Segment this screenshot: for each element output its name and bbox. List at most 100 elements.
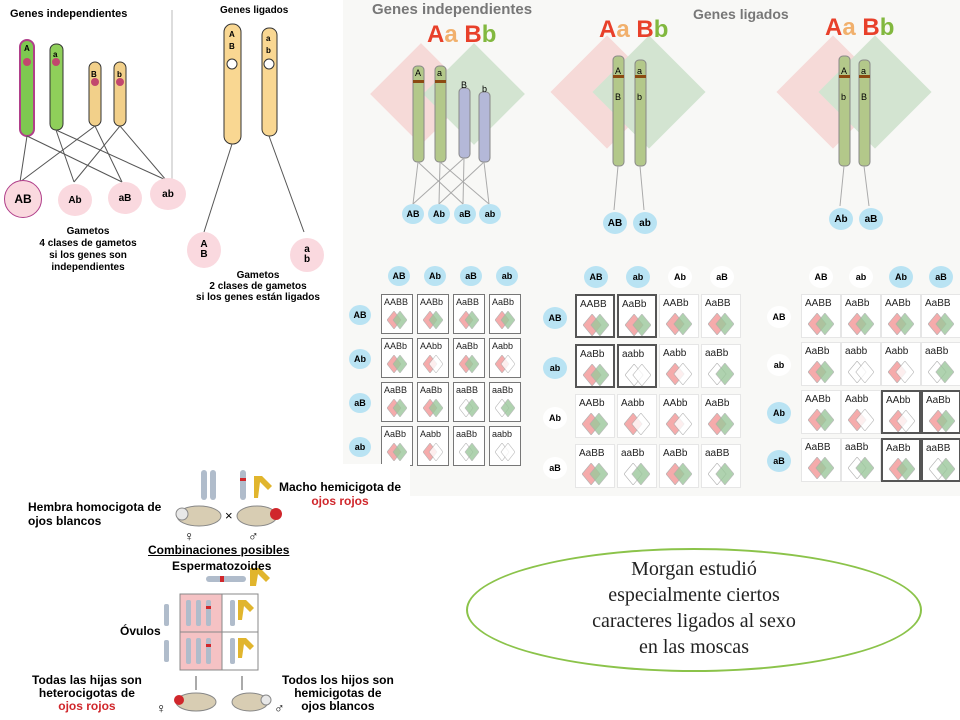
label-line: hemicigotas de: [294, 686, 382, 700]
cell-genotype: Aabb: [492, 341, 514, 351]
cell-genotype: AaBB: [925, 298, 951, 309]
title-linked: Genes ligados: [220, 5, 289, 16]
cell-phenotype: [888, 457, 916, 481]
punnett-cell: AABB: [381, 294, 413, 334]
punnett-cell: aaBb: [701, 344, 741, 388]
cell-phenotype: [928, 409, 956, 433]
grid-row-header: ab: [767, 354, 791, 376]
male-parent-label: Macho hemicigota de ojos rojos: [279, 480, 401, 508]
cell-genotype: AaBB: [805, 442, 831, 453]
cell-phenotype: [458, 398, 480, 418]
morgan-note-ellipse: [466, 548, 922, 672]
cell-genotype: Aabb: [663, 348, 687, 359]
cell-diamond-icon: [623, 462, 651, 486]
punnett-cell: AaBB: [701, 294, 741, 338]
cell-genotype: aabb: [492, 429, 513, 439]
cell-diamond-icon: [624, 363, 652, 387]
cell-phenotype: [665, 312, 693, 336]
grid-column-header: ab: [849, 266, 873, 288]
grid-column-header: ab: [496, 266, 518, 286]
punnett-cell: AaBb: [659, 444, 699, 488]
linked-label-B: B: [229, 42, 235, 51]
cell-diamond-icon: [807, 408, 835, 432]
punnett-cell: AaBb: [617, 294, 657, 338]
cell-genotype: AaBb: [456, 341, 479, 351]
title-independent: Genes independientes: [10, 8, 128, 20]
cell-phenotype: [581, 462, 609, 486]
cell-phenotype: [494, 398, 516, 418]
punnett-cell: aaBB: [453, 382, 485, 422]
right-gamete-Ab: Ab: [428, 204, 450, 224]
punnett-cell: AaBb: [381, 426, 413, 466]
linked1-gamete-ab: ab: [633, 212, 657, 234]
cell-diamond-icon: [928, 457, 956, 481]
cell-phenotype: [887, 312, 915, 336]
cell-genotype: AABb: [663, 298, 689, 309]
cell-diamond-icon: [887, 312, 915, 336]
cell-genotype: AaBb: [886, 443, 911, 454]
cell-diamond-icon: [422, 354, 444, 374]
cell-genotype: AAbb: [886, 395, 911, 406]
allele-letter: a: [444, 21, 458, 48]
cell-phenotype: [386, 354, 408, 374]
allele: A: [200, 239, 208, 250]
chrom-label-A: A: [24, 44, 30, 53]
cell-phenotype: [386, 310, 408, 330]
cell-diamond-icon: [665, 312, 693, 336]
cell-diamond-icon: [888, 457, 916, 481]
grid-row-header: ab: [349, 437, 371, 457]
cell-diamond-icon: [386, 442, 408, 462]
punnett-cell: AaBB: [453, 294, 485, 334]
grid-column-header: aB: [929, 266, 953, 288]
cell-diamond-icon: [422, 398, 444, 418]
sperm-heading: Espermatozoides: [172, 559, 272, 573]
cell-diamond-icon: [847, 312, 875, 336]
cell-genotype: AaBb: [805, 346, 830, 357]
label-line: Macho hemicigota de: [279, 480, 402, 494]
punnett-cell: AaBb: [841, 294, 881, 338]
cross-symbol: ×: [225, 508, 233, 523]
cell-diamond-icon: [707, 312, 735, 336]
grid-column-header: AB: [584, 266, 608, 288]
grid-row-header: aB: [767, 450, 791, 472]
punnett-cell: AaBb: [489, 294, 521, 334]
punnett-cell: aabb: [841, 342, 881, 386]
cell-diamond-icon: [623, 412, 651, 436]
cell-phenotype: [582, 363, 610, 387]
cell-diamond-icon: [927, 312, 955, 336]
label-line: ojos blancos: [301, 699, 375, 713]
caption-line: si los genes son: [49, 250, 127, 261]
allele-letter: a: [842, 14, 856, 41]
cell-phenotype: [707, 312, 735, 336]
cell-genotype: Aabb: [621, 398, 645, 409]
cell-genotype: AaBB: [705, 298, 731, 309]
cell-phenotype: [807, 360, 835, 384]
drosophila-cross-diagram: Hembra homocigota de ojos blancos Macho …: [24, 464, 410, 720]
genotype-header-1: Aa Bb: [427, 21, 496, 49]
cell-phenotype: [624, 363, 652, 387]
grid-column-header: AB: [809, 266, 833, 288]
punnett-cell: AaBb: [453, 338, 485, 378]
punnett-cell: AABB: [801, 294, 841, 338]
cell-genotype: aaBb: [705, 348, 729, 359]
allele-letter: B: [636, 16, 654, 43]
allele-letter: b: [481, 21, 497, 48]
cell-phenotype: [665, 412, 693, 436]
cell-genotype: AABB: [384, 297, 409, 307]
linked1-b: b: [637, 92, 643, 102]
cell-phenotype: [582, 313, 610, 337]
punnett-cell: AaBB: [381, 382, 413, 422]
label-line: heterocigotas de: [38, 686, 135, 700]
cell-genotype: AaBb: [384, 429, 407, 439]
female-parent-label: Hembra homocigota de ojos blancos: [28, 500, 161, 528]
cell-phenotype: [665, 362, 693, 386]
caption-independent: Gametos 4 clases de gametos si los genes…: [8, 226, 168, 274]
right-title-independent: Genes independientes: [372, 1, 533, 18]
punnett-cell: AaBb: [921, 390, 960, 434]
cell-genotype: AAbb: [663, 398, 688, 409]
cell-phenotype: [386, 442, 408, 462]
punnett-cell: AAbb: [659, 394, 699, 438]
cell-phenotype: [807, 456, 835, 480]
cell-genotype: Aabb: [845, 394, 869, 405]
cell-diamond-icon: [582, 363, 610, 387]
